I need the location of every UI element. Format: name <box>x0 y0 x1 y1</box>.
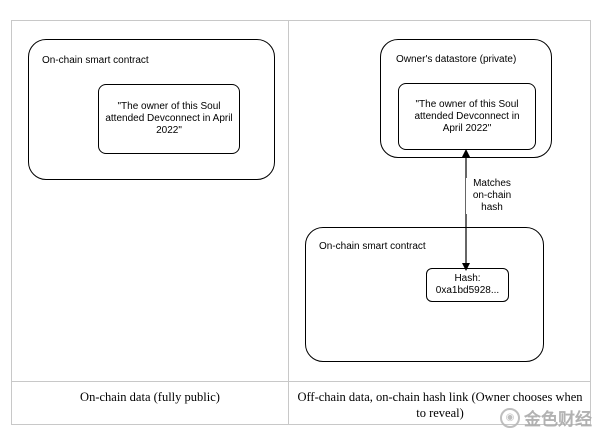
arrow-label: Matches on-chain hash <box>466 178 518 214</box>
arrow-head-up-icon <box>462 149 470 157</box>
watermark: ◉ 金色财经 <box>500 405 592 430</box>
right-quote-box: "The owner of this Soul attended Devconn… <box>398 83 536 150</box>
left-caption: On-chain data (fully public) <box>80 390 220 404</box>
coin-logo-icon: ◉ <box>500 407 520 428</box>
right-caption: Off-chain data, on-chain hash link (Owne… <box>297 390 583 420</box>
left-contract-label: On-chain smart contract <box>42 55 149 66</box>
left-quote-box: "The owner of this Soul attended Devconn… <box>98 84 240 154</box>
arrow-head-down-icon <box>462 263 470 271</box>
datastore-label: Owner's datastore (private) <box>396 54 517 65</box>
table-border-top <box>11 20 591 21</box>
table-border-right <box>590 20 591 425</box>
table-divider-row <box>11 381 591 382</box>
table-divider-center <box>288 20 289 425</box>
right-contract-label: On-chain smart contract <box>319 241 426 252</box>
table-border-bottom <box>11 424 591 425</box>
table-border-left <box>11 20 12 425</box>
watermark-text: 金色财经 <box>524 410 592 429</box>
hash-box: Hash: 0xa1bd5928... <box>426 268 509 302</box>
